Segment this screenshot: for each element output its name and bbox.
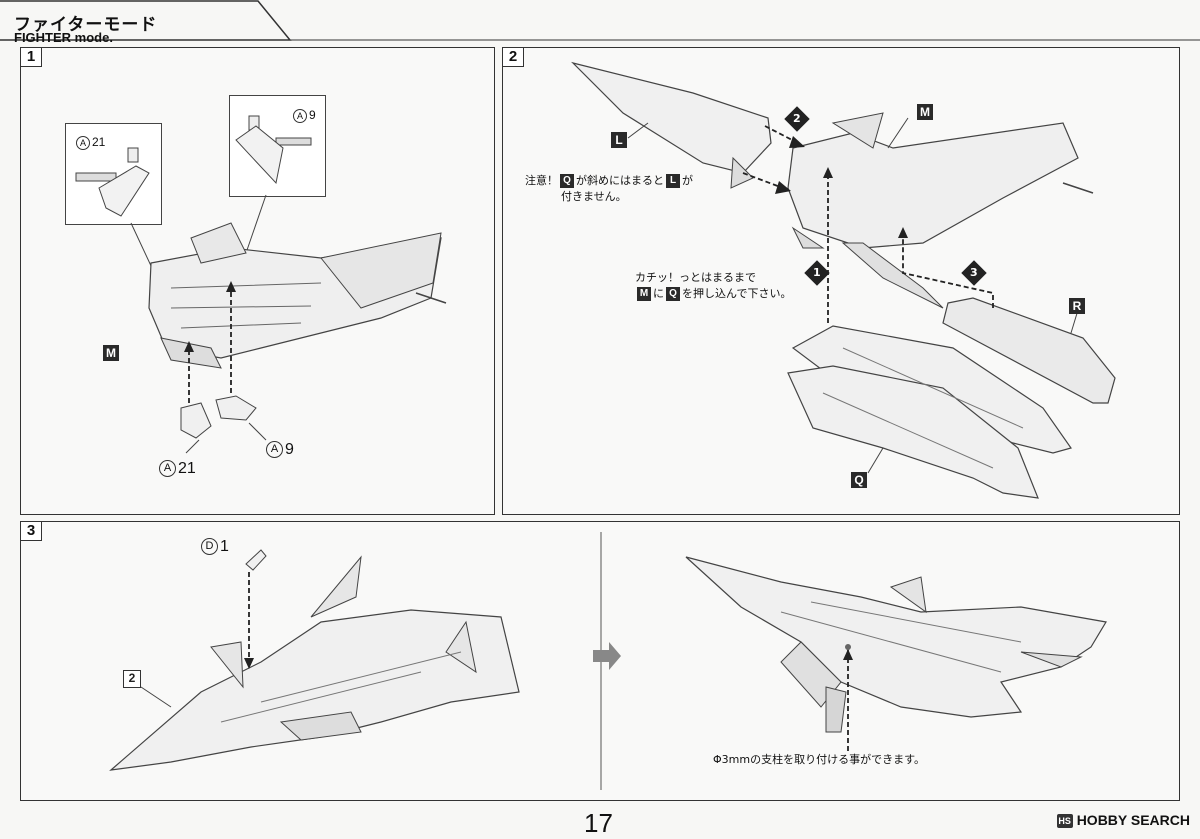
part-label-2: 2 (123, 670, 141, 688)
step-1-illustration (75, 115, 447, 454)
header-tab-shape (0, 0, 1200, 41)
page-number: 17 (584, 808, 613, 838)
page-title-en: FIGHTER mode. (14, 30, 113, 45)
step-3-illustration (109, 532, 1107, 790)
page-title-jp: ファイターモード (14, 15, 158, 35)
step-2-illustration (571, 61, 1116, 499)
part-label-m: M (917, 104, 933, 120)
step-number: 2 (503, 48, 524, 67)
stand-note: Φ3mmの支柱を取り付ける事ができます。 (713, 753, 925, 766)
part-label-q: Q (851, 472, 867, 488)
brand-logo-icon: HS (1056, 814, 1073, 829)
part-label-r: R (1069, 298, 1085, 314)
step-number: 1 (21, 48, 42, 67)
step-number: 3 (21, 522, 42, 541)
part-label-m: M (103, 345, 119, 361)
part-label-l: L (611, 132, 627, 148)
